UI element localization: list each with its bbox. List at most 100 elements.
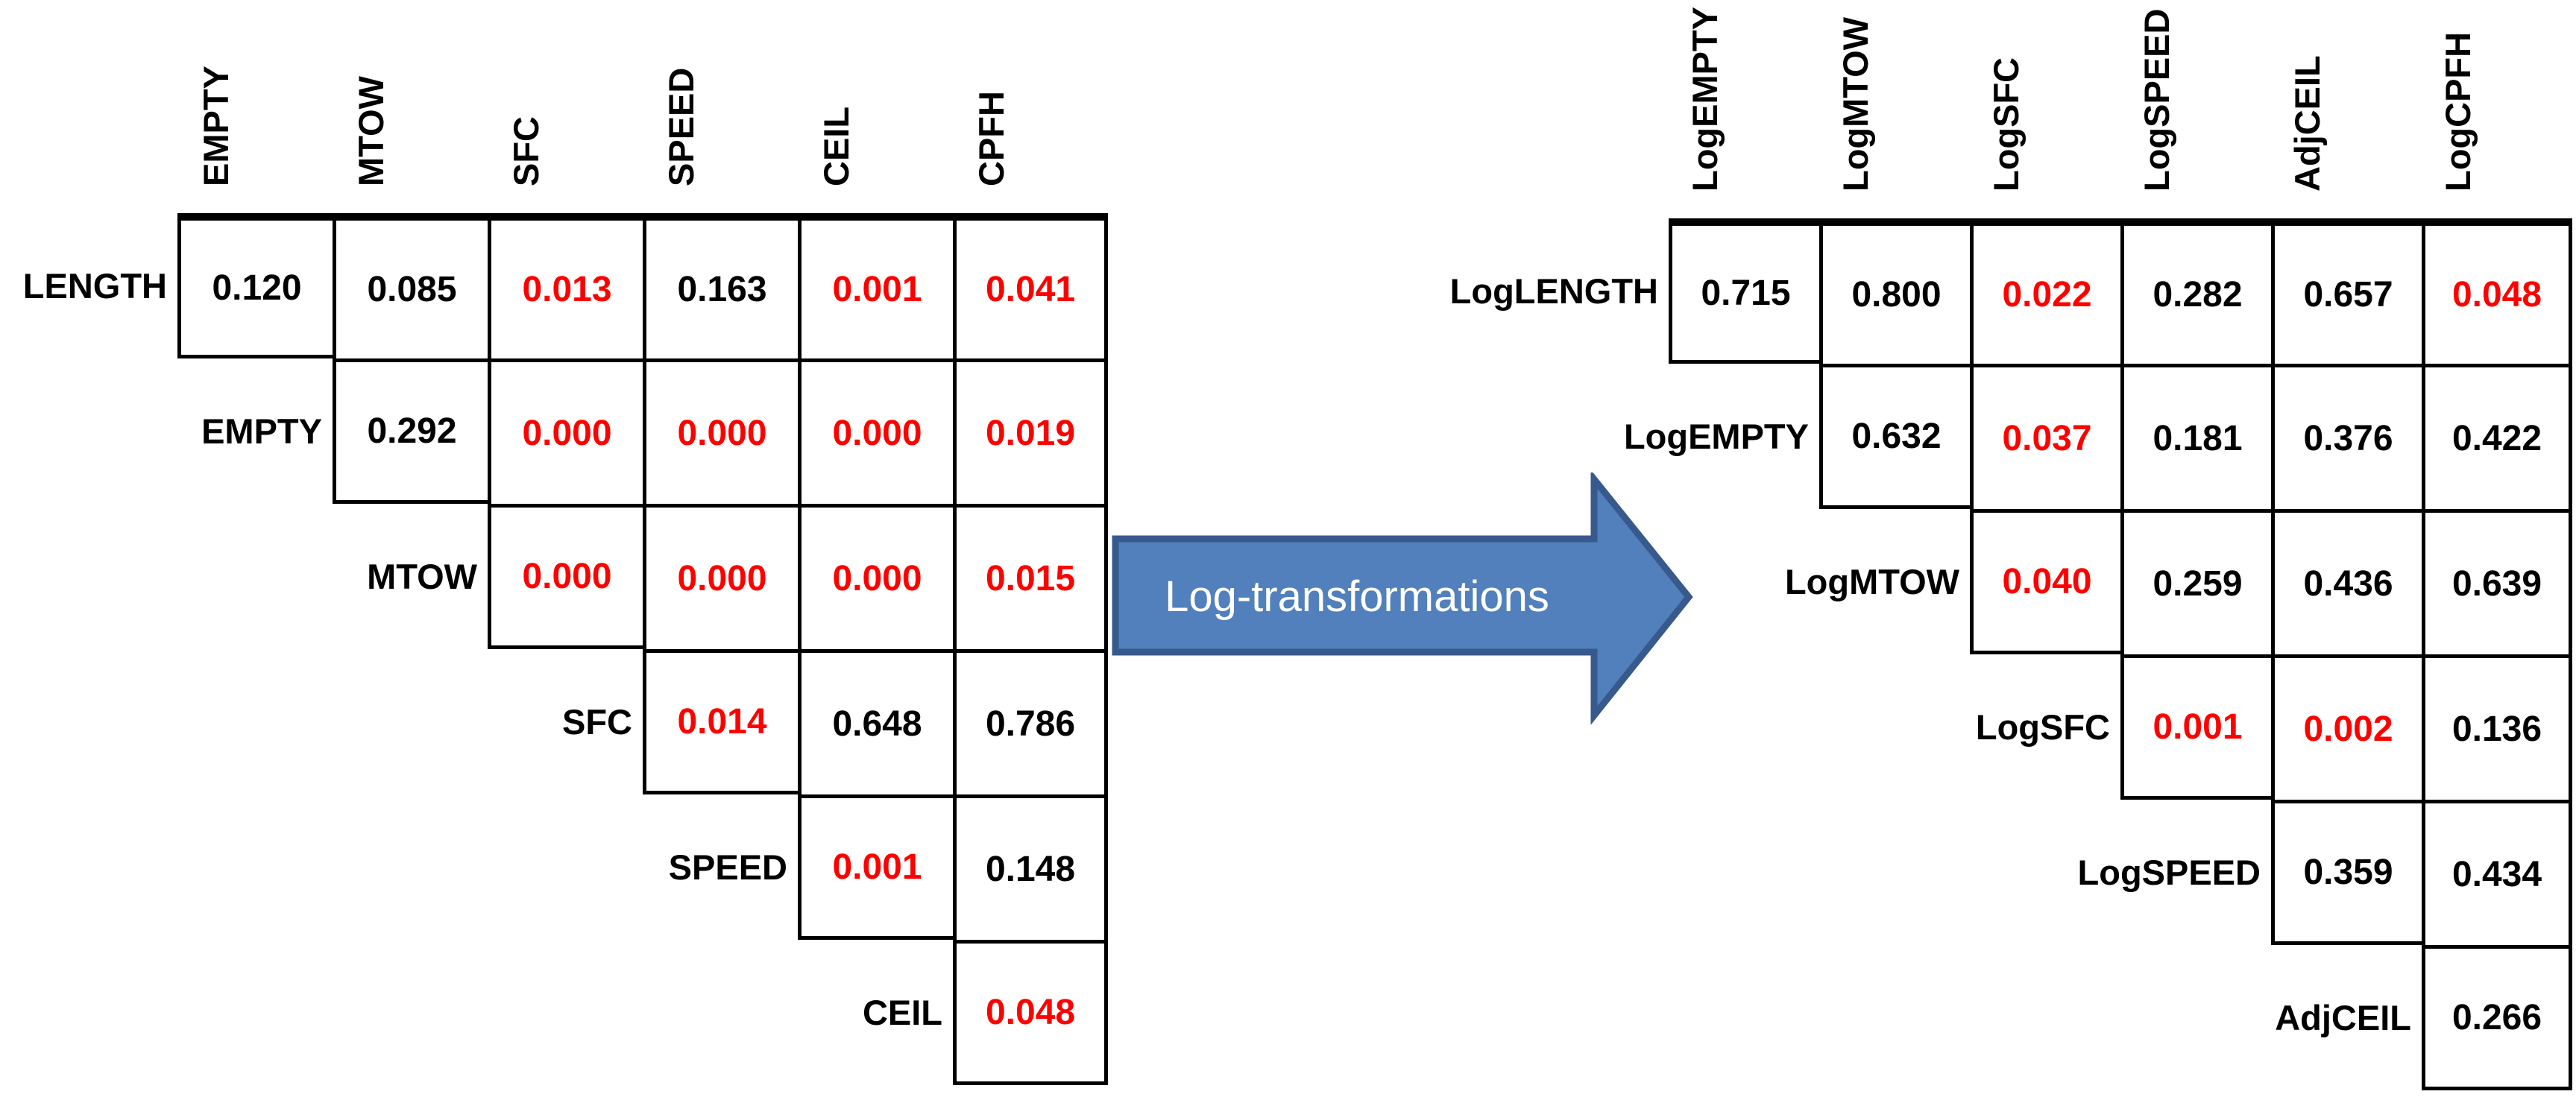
p-value: 0.632 — [1851, 417, 1942, 456]
matrix-cell: 0.048 — [2422, 218, 2572, 364]
p-value: 0.136 — [2451, 709, 2542, 749]
matrix-cell: 0.015 — [953, 504, 1108, 649]
matrix-cell: 0.632 — [1819, 364, 1970, 509]
p-value: 0.002 — [2303, 709, 2393, 749]
matrix-cell: 0.259 — [2120, 509, 2271, 654]
matrix-cell: 0.022 — [1970, 218, 2120, 364]
row-header: MTOW — [40, 504, 488, 649]
column-header: LogSFC — [1986, 57, 2026, 192]
row-header: LogMTOW — [1522, 509, 1970, 654]
matrix-cell: 0.085 — [333, 213, 488, 358]
row-header: EMPTY — [0, 358, 333, 504]
column-header: LogEMPTY — [1685, 6, 1725, 192]
matrix-cell: 0.013 — [488, 213, 643, 358]
matrix-cell: 0.422 — [2422, 364, 2572, 509]
column-header: MTOW — [351, 76, 391, 186]
row-header-label: SFC — [562, 702, 632, 742]
p-value: 0.013 — [522, 270, 612, 309]
row-header: SFC — [195, 649, 643, 794]
row-header: CEIL — [506, 940, 953, 1085]
matrix-cell: 0.648 — [798, 649, 953, 794]
p-value: 0.000 — [522, 557, 612, 596]
p-value: 0.376 — [2303, 418, 2393, 458]
p-value: 0.266 — [2451, 998, 2542, 1037]
p-value: 0.041 — [985, 270, 1076, 309]
p-value: 0.048 — [985, 993, 1076, 1032]
p-value: 0.259 — [2153, 563, 2243, 604]
matrix-cell: 0.639 — [2422, 509, 2572, 654]
row-header-label: CEIL — [862, 993, 942, 1032]
matrix-cell: 0.376 — [2271, 364, 2422, 509]
p-value: 0.000 — [677, 558, 767, 598]
column-header: LogMTOW — [1836, 16, 1875, 192]
matrix-cell: 0.001 — [2120, 654, 2271, 800]
p-value: 0.657 — [2303, 275, 2393, 315]
p-value: 0.639 — [2451, 563, 2542, 604]
row-header: LENGTH — [0, 213, 177, 358]
matrix-cell: 0.434 — [2422, 800, 2572, 945]
matrix-cell: 0.657 — [2271, 218, 2422, 364]
p-value: 0.436 — [2303, 563, 2393, 604]
matrix-cell: 0.000 — [643, 358, 798, 504]
matrix-cell: 0.000 — [798, 504, 953, 649]
p-value: 0.001 — [832, 847, 922, 887]
row-header-label: LogLENGTH — [1449, 271, 1658, 311]
matrix-cell: 0.436 — [2271, 509, 2422, 654]
p-value: 0.001 — [832, 270, 922, 309]
matrix-cell: 0.001 — [798, 213, 953, 358]
p-value: 0.048 — [2451, 275, 2542, 315]
matrix-cell: 0.002 — [2271, 654, 2422, 800]
row-header: LogEMPTY — [1372, 364, 1819, 509]
p-value: 0.181 — [2153, 418, 2243, 458]
p-value: 0.085 — [367, 270, 457, 309]
column-header: CPFH — [971, 91, 1011, 186]
matrix-cell: 0.000 — [488, 504, 643, 649]
column-header: SFC — [506, 116, 546, 186]
p-value: 0.120 — [212, 268, 302, 308]
matrix-cell: 0.282 — [2120, 218, 2271, 364]
row-header: LogLENGTH — [1221, 218, 1669, 364]
matrix-cell: 0.040 — [1970, 509, 2120, 654]
p-value: 0.000 — [832, 413, 922, 453]
matrix-cell: 0.041 — [953, 213, 1108, 358]
matrix-cell: 0.136 — [2422, 654, 2572, 800]
p-value: 0.000 — [677, 413, 767, 453]
p-value: 0.040 — [2002, 562, 2092, 601]
p-value: 0.359 — [2303, 853, 2393, 892]
column-header: LogSPEED — [2137, 8, 2176, 192]
matrix-cell: 0.019 — [953, 358, 1108, 504]
matrix-cell: 0.359 — [2271, 800, 2422, 945]
column-header: CEIL — [816, 106, 856, 186]
p-value: 0.715 — [1701, 273, 1791, 313]
p-value: 0.037 — [2002, 418, 2092, 458]
matrix-cell: 0.181 — [2120, 364, 2271, 509]
matrix-cell: 0.163 — [643, 213, 798, 358]
column-header: LogCPFH — [2438, 31, 2478, 192]
row-header-label: AdjCEIL — [2275, 998, 2411, 1037]
matrix-cell: 0.014 — [643, 649, 798, 794]
column-header: EMPTY — [196, 66, 236, 186]
matrix-cell: 0.715 — [1669, 218, 1819, 364]
transform-arrow-shape — [1112, 473, 1693, 725]
column-header: AdjCEIL — [2287, 55, 2327, 192]
p-value: 0.022 — [2002, 275, 2092, 315]
p-value: 0.015 — [985, 558, 1076, 598]
p-value: 0.282 — [2153, 275, 2243, 315]
row-header-label: EMPTY — [201, 411, 322, 451]
matrix-cell: 0.292 — [333, 358, 488, 504]
row-header: AdjCEIL — [1974, 945, 2422, 1090]
row-header-label: LENGTH — [22, 266, 167, 306]
row-header: SPEED — [350, 794, 798, 940]
row-header-label: LogMTOW — [1784, 562, 1959, 601]
row-header-label: LogEMPTY — [1623, 417, 1809, 456]
row-header: LogSFC — [1673, 654, 2120, 800]
matrix-cell: 0.786 — [953, 649, 1108, 794]
matrix-cell: 0.000 — [488, 358, 643, 504]
row-header-label: LogSFC — [1975, 707, 2110, 747]
matrix-cell: 0.148 — [953, 794, 1108, 940]
p-value: 0.422 — [2451, 418, 2542, 458]
matrix-cell: 0.800 — [1819, 218, 1970, 364]
p-value: 0.434 — [2451, 854, 2542, 894]
row-header-label: LogSPEED — [2077, 853, 2261, 892]
p-value: 0.019 — [985, 413, 1076, 453]
